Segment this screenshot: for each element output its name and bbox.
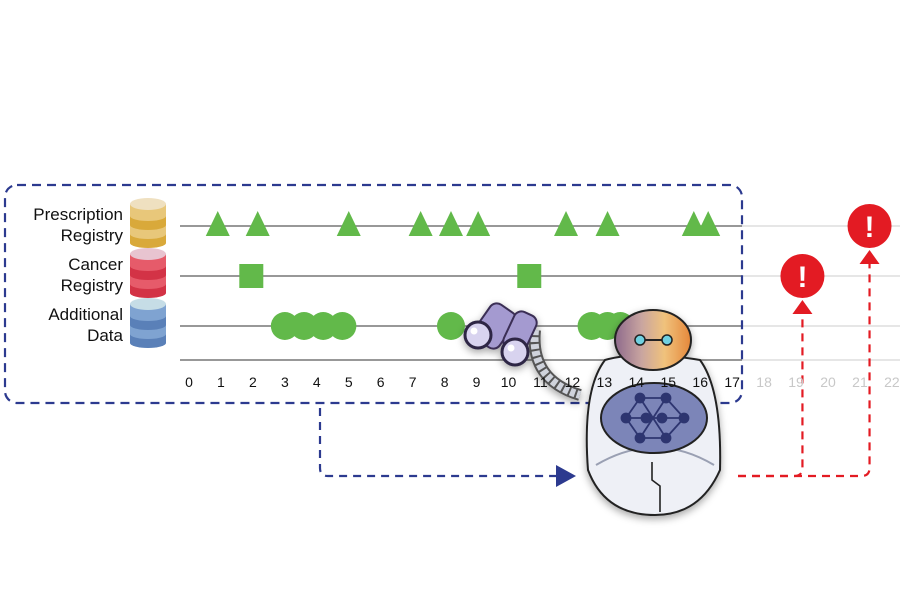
tick-label: 1 <box>217 374 225 390</box>
circle-event-marker <box>328 312 357 340</box>
square-event-marker <box>517 264 542 288</box>
input-arrow-head <box>556 465 576 487</box>
tick-label: 7 <box>409 374 417 390</box>
row-label-cancer: Cancer <box>68 255 123 274</box>
square-event-marker <box>239 264 264 288</box>
prediction-arrow-head <box>792 300 813 314</box>
triangle-event-marker <box>595 211 620 236</box>
triangle-event-marker <box>245 211 270 236</box>
triangle-event-marker <box>336 211 361 236</box>
triangle-event-marker <box>438 211 463 236</box>
circle-event-marker <box>270 312 299 340</box>
tick-label: 6 <box>377 374 385 390</box>
tick-label: 11 <box>533 374 548 390</box>
tick-label: 22 <box>884 374 900 390</box>
prediction-arrow <box>738 311 804 478</box>
tick-label: 13 <box>597 374 613 390</box>
row-label-prescription: Prescription <box>33 205 123 224</box>
database-icon <box>130 248 166 298</box>
triangle-event-marker <box>554 211 579 236</box>
robot-icon <box>463 302 722 517</box>
alert-icon: ! <box>780 254 825 298</box>
tick-label: 10 <box>501 374 517 390</box>
tick-label: 21 <box>852 374 868 390</box>
tick-label: 15 <box>660 374 676 390</box>
row-labels: PrescriptionRegistryCancerRegistryAdditi… <box>33 198 166 348</box>
observation-window-box <box>3 183 744 405</box>
tick-label: 14 <box>629 374 645 390</box>
row-label-cancer: Registry <box>61 276 124 295</box>
circle-event-marker <box>436 312 465 340</box>
triangle-event-marker <box>408 211 433 236</box>
prediction-arrows: !! <box>738 204 892 478</box>
row-label-prescription: Registry <box>61 226 124 245</box>
tick-label: 9 <box>473 374 481 390</box>
tick-label: 8 <box>441 374 449 390</box>
row-label-additional: Data <box>87 326 123 345</box>
tick-label: 4 <box>313 374 321 390</box>
event-markers <box>205 211 721 340</box>
triangle-event-marker <box>205 211 230 236</box>
tick-label: 17 <box>724 374 740 390</box>
tick-label: 3 <box>281 374 289 390</box>
circle-event-marker <box>290 312 319 340</box>
binoculars-icon <box>463 302 538 367</box>
database-icon <box>130 198 166 248</box>
row-label-additional: Additional <box>48 305 123 324</box>
tick-label: 20 <box>820 374 836 390</box>
circle-event-marker <box>309 312 338 340</box>
tick-label: 12 <box>565 374 581 390</box>
triangle-event-marker <box>696 211 721 236</box>
tick-label: 2 <box>249 374 257 390</box>
database-icon <box>130 298 166 348</box>
tick-label: 0 <box>185 374 193 390</box>
tick-label: 5 <box>345 374 353 390</box>
input-arrow <box>318 408 558 478</box>
tick-label: 18 <box>756 374 772 390</box>
alert-glyph: ! <box>865 211 875 244</box>
tick-label: 19 <box>788 374 804 390</box>
prediction-arrow <box>738 261 871 478</box>
prediction-arrow-head <box>859 250 880 264</box>
alert-icon: ! <box>847 204 892 248</box>
tick-label: 16 <box>692 374 708 390</box>
alert-glyph: ! <box>797 261 807 294</box>
triangle-event-marker <box>466 211 491 236</box>
